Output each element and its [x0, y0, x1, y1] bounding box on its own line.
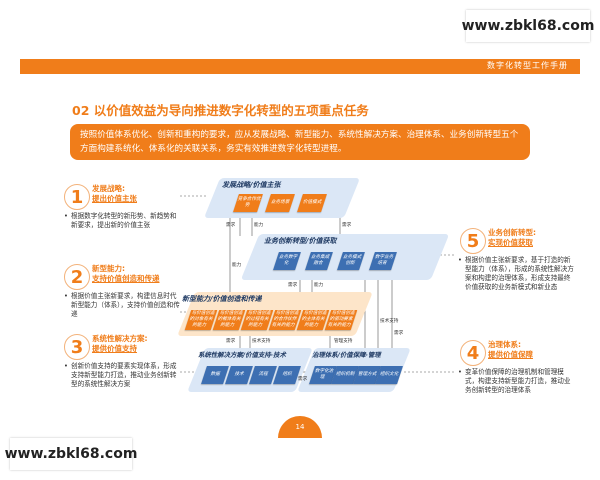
label-capability: 新型能力/价值创造和传递 [182, 295, 262, 303]
step-title: 发展战略:提出价值主张 [92, 184, 137, 203]
watermark-bottom: www.zbkl68.com [5, 438, 137, 470]
flow-label: 需求 [298, 377, 308, 382]
step-number: 3 [64, 334, 90, 360]
intro-box: 按照价值体系优化、创新和重构的要求，应从发展战略、新型能力、系统性解决方案、治理… [70, 124, 530, 160]
flow-label: 能力 [314, 283, 324, 288]
label-solution: 系统性解决方案/价值支持·技术 [198, 351, 286, 359]
step-body: •根据价值主张新要求，基于打造的新型能力（体系），形成的系统性解决方案和构建的治… [458, 256, 574, 291]
flow-label: 技术支持 [380, 319, 399, 324]
header-bar: 数字化转型工作手册 [20, 59, 580, 74]
step-body: •根据数字化转型的新形势、新趋势和新要求，提出新的价值主张 [64, 212, 177, 229]
step-body: •变革价值保障的治理机制和管理模式，构建支持新型能力打造，推动业务创新转型的治理… [458, 368, 571, 394]
flow-label: 需求 [342, 223, 352, 228]
label-strategy: 发展战略/价值主张 [222, 181, 281, 189]
step-title: 业务创新转型:实现价值获取 [488, 228, 536, 247]
step-body: •创新价值支持的要素实现体系，形成支持新型能力打造，推动业务创新转型的系统性解决… [64, 362, 177, 388]
flow-label: 技术支持 [252, 339, 271, 344]
flow-label: 能力 [232, 263, 242, 268]
header-title: 数字化转型工作手册 [487, 61, 568, 70]
flow-label: 需求 [288, 283, 298, 288]
flow-label: 需求 [394, 331, 404, 336]
flow-label: 能力 [254, 223, 264, 228]
flow-label: 需求 [226, 339, 236, 344]
label-governance: 治理体系/价值保障·管理 [312, 351, 381, 359]
step-number: 5 [460, 228, 486, 254]
step-number: 4 [460, 340, 486, 366]
section-title: 02 以价值效益为导向推进数字化转型的五项重点任务 [72, 103, 369, 118]
step-number: 2 [64, 264, 90, 290]
flow-label: 管理支持 [334, 339, 353, 344]
label-business: 业务创新转型/价值获取 [264, 237, 337, 245]
step-title: 新型能力:支持价值创造和传递 [92, 264, 160, 283]
step-body: •根据价值主张新要求，构建信息时代新型能力（体系），支持价值创造和传递 [64, 292, 180, 318]
step-number: 1 [64, 184, 90, 210]
watermark-top: www.zbkl68.com [462, 10, 594, 42]
page-number: 14 [278, 416, 322, 438]
flow-label: 需求 [226, 223, 236, 228]
step-title: 系统性解决方案:提供价值支持 [92, 334, 148, 353]
step-title: 治理体系:提供价值保障 [488, 340, 533, 359]
